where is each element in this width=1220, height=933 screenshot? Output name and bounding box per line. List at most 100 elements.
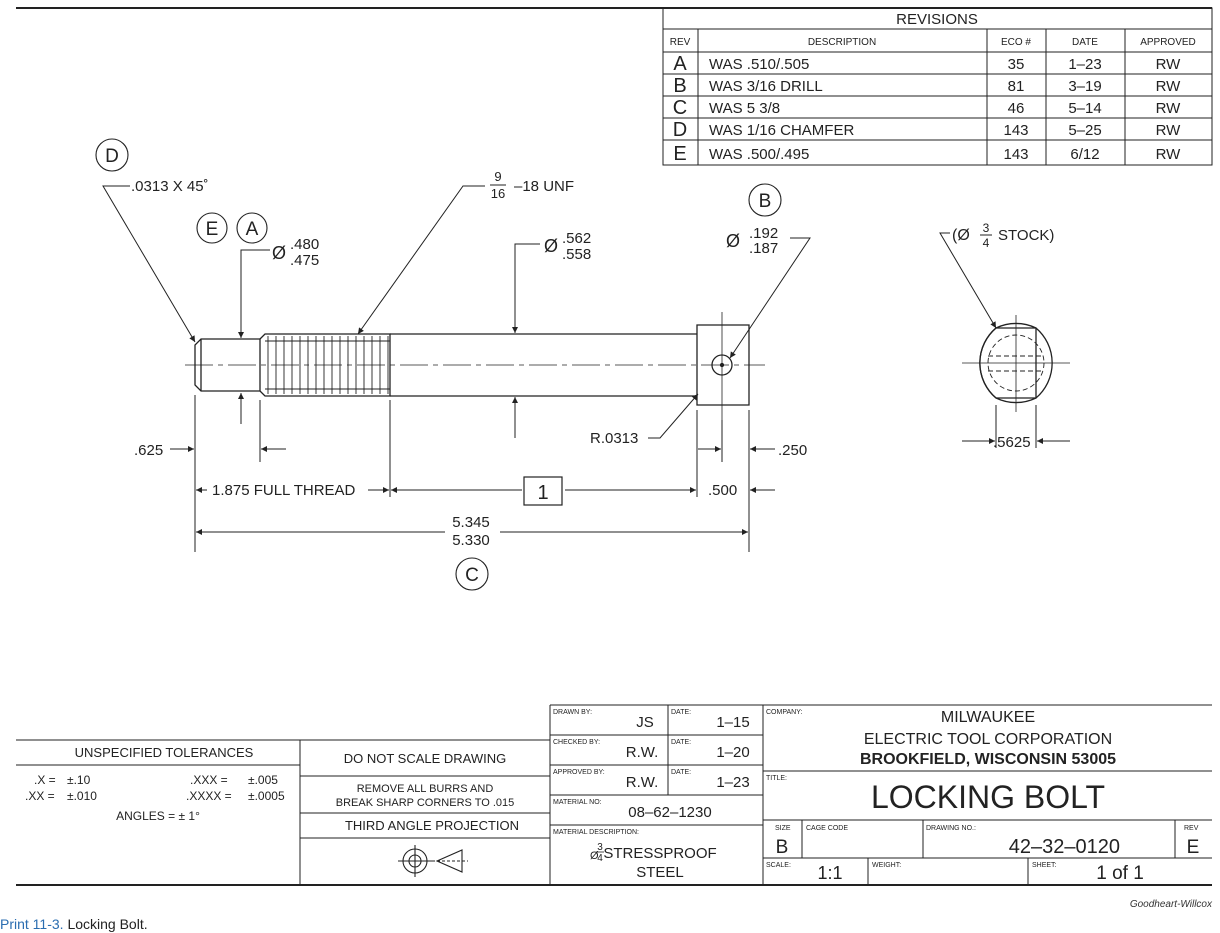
basic-dimension-value: 1 (537, 482, 548, 504)
thread-callout: –18 UNF (514, 178, 574, 195)
balloons (95, 138, 782, 591)
material-desc-label: MATERIAL DESCRIPTION: (553, 829, 639, 836)
rev-row-rev: A (673, 53, 687, 75)
rev-row-rev: B (673, 75, 686, 97)
tolerance-x1-value: ±.10 (67, 773, 91, 787)
checked-date-label: DATE: (671, 739, 691, 746)
neck-diameter-symbol: Ø (272, 243, 286, 263)
rev-row-eco: 46 (1008, 100, 1025, 117)
material-fraction-den: 4 (597, 853, 603, 864)
shank-diameter-upper: .562 (562, 230, 591, 247)
neck-diameter-lower: .475 (290, 252, 319, 269)
approved-date-label: DATE: (671, 769, 691, 776)
material-line-2: STEEL (636, 864, 684, 881)
hole-diameter-lower: .187 (749, 240, 778, 257)
checked-by-value: R.W. (626, 744, 659, 761)
note-projection: THIRD ANGLE PROJECTION (345, 818, 519, 833)
rev-header-eco: ECO # (1001, 37, 1031, 48)
title-label: TITLE: (766, 775, 787, 782)
rev-row-approved: RW (1156, 122, 1182, 139)
scale-value: 1:1 (817, 863, 842, 883)
drawn-date-label: DATE: (671, 709, 691, 716)
tolerance-x3-value: ±.005 (248, 773, 278, 787)
sheet-value: 1 of 1 (1096, 863, 1144, 884)
note-burrs-1: REMOVE ALL BURRS AND (357, 783, 494, 795)
rev-value: E (1187, 837, 1200, 858)
note-no-scale: DO NOT SCALE DRAWING (344, 751, 507, 766)
checked-date: 1–20 (716, 744, 749, 761)
cage-code-label: CAGE CODE (806, 825, 848, 832)
neck-diameter-upper: .480 (290, 236, 319, 253)
chamfer-callout: .0313 X 45˚ (131, 178, 209, 195)
figure-caption: Print 11-3. Locking Bolt. (0, 916, 148, 932)
figure-number: Print 11-3. (0, 916, 64, 932)
rev-row-desc: WAS .510/.505 (709, 56, 809, 73)
rev-row-rev: E (673, 143, 686, 165)
stock-fraction-num: 3 (983, 221, 990, 235)
hole-diameter-symbol: Ø (726, 231, 740, 251)
shank-diameter-symbol: Ø (544, 236, 558, 256)
tolerance-x4-label: .XXXX = (186, 789, 232, 803)
checked-by-label: CHECKED BY: (553, 739, 600, 746)
size-label: SIZE (775, 825, 791, 832)
rev-row-rev: C (673, 97, 687, 119)
stock-callout-prefix: (Ø (952, 227, 970, 244)
note-burrs-2: BREAK SHARP CORNERS TO .015 (336, 797, 515, 809)
radius-callout: R.0313 (590, 430, 638, 447)
revisions-title: REVISIONS (896, 11, 978, 28)
drawn-by-label: DRAWN BY: (553, 709, 592, 716)
hole-diameter-upper: .192 (749, 225, 778, 242)
rev-header-description: DESCRIPTION (808, 37, 876, 48)
rev-header-approved: APPROVED (1140, 37, 1196, 48)
company-line-1: MILWAUKEE (941, 709, 1035, 726)
rev-row-rev: D (673, 119, 687, 141)
title-block-grid (16, 704, 1212, 885)
thread-pattern (265, 336, 390, 394)
image-credit: Goodheart-Willcox (1129, 899, 1212, 910)
balloon-d: D (105, 146, 119, 167)
rev-row-eco: 143 (1003, 146, 1028, 163)
company-line-2: ELECTRIC TOOL CORPORATION (864, 731, 1112, 748)
shank-diameter-lower: .558 (562, 246, 591, 263)
rev-row-desc: WAS 1/16 CHAMFER (709, 122, 854, 139)
tolerance-angles: ANGLES = ± 1° (116, 809, 200, 823)
rev-row-approved: RW (1156, 100, 1182, 117)
approved-by-label: APPROVED BY: (553, 769, 605, 776)
dim-250: .250 (778, 442, 807, 459)
rev-row-approved: RW (1156, 56, 1182, 73)
rev-row-desc: WAS 5 3/8 (709, 100, 780, 117)
balloon-e: E (206, 219, 219, 240)
rev-row-date: 1–23 (1068, 56, 1101, 73)
approved-by-value: R.W. (626, 774, 659, 791)
tolerance-x3-label: .XXX = (190, 773, 228, 787)
rev-row-approved: RW (1156, 78, 1182, 95)
dim-5625: .5625 (993, 434, 1031, 451)
tolerances-heading: UNSPECIFIED TOLERANCES (75, 745, 254, 760)
dim-625: .625 (134, 442, 163, 459)
material-line-1: STRESSPROOF (603, 845, 716, 862)
dim-overall-lower: 5.330 (452, 532, 490, 549)
rev-label: REV (1184, 825, 1199, 832)
drawing-title: LOCKING BOLT (871, 779, 1105, 815)
rev-row-desc: WAS .500/.495 (709, 146, 809, 163)
rev-row-date: 6/12 (1070, 146, 1099, 163)
approved-date: 1–23 (716, 774, 749, 791)
figure-title: Locking Bolt. (67, 916, 148, 932)
tolerance-x1-label: .X = (34, 773, 56, 787)
tolerance-x4-value: ±.0005 (248, 789, 285, 803)
weight-label: WEIGHT: (872, 862, 901, 869)
tolerance-x2-label: .XX = (25, 789, 55, 803)
material-no-label: MATERIAL NO: (553, 799, 602, 806)
drawn-date: 1–15 (716, 714, 749, 731)
drawn-by-value: JS (636, 714, 654, 731)
balloon-b: B (759, 191, 772, 212)
projection-symbol (398, 845, 468, 877)
rev-row-eco: 35 (1008, 56, 1025, 73)
balloon-c: C (465, 565, 479, 586)
drawing-no-label: DRAWING NO.: (926, 825, 976, 832)
rev-row-date: 5–25 (1068, 122, 1101, 139)
drawing-no: 42–32–0120 (1009, 836, 1120, 858)
rev-row-date: 5–14 (1068, 100, 1101, 117)
dim-overall-upper: 5.345 (452, 514, 490, 531)
company-line-3: BROOKFIELD, WISCONSIN 53005 (860, 751, 1116, 768)
